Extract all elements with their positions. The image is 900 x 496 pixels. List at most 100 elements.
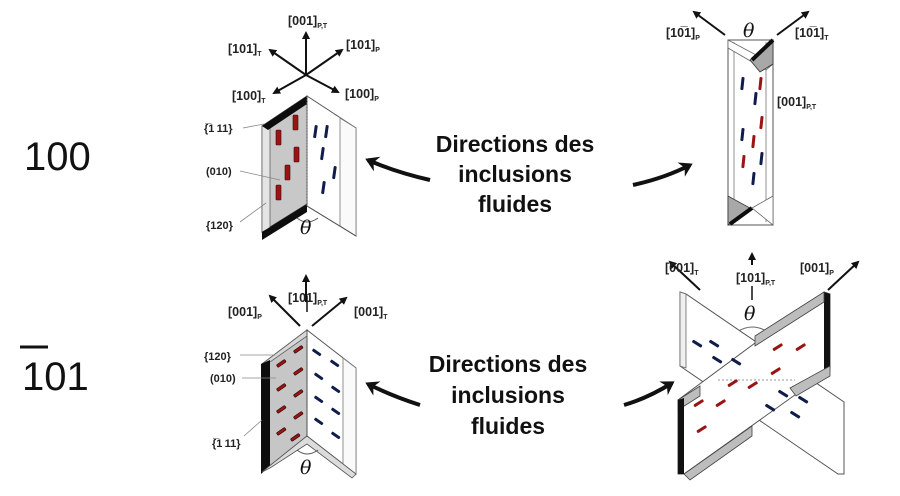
inclusion xyxy=(293,389,304,398)
inclusion xyxy=(692,339,703,348)
caption-line-1: Directions des xyxy=(429,351,588,377)
inclusion xyxy=(293,146,300,163)
inclusion xyxy=(778,389,789,398)
inclusion xyxy=(727,379,738,387)
axis-arrows xyxy=(268,31,344,94)
inclusion xyxy=(747,381,758,389)
inclusion xyxy=(292,114,299,131)
theta-label: θ xyxy=(744,303,756,325)
inclusions-red xyxy=(693,343,806,433)
crystal-100-left: [001]P,T [101]T [101]P [100]T [100]P xyxy=(204,14,380,240)
inclusion xyxy=(314,395,324,404)
inclusion xyxy=(276,427,287,436)
axis-arrow-001t xyxy=(668,260,701,291)
inclusion-blue xyxy=(740,128,745,142)
face-label-111: {̅1 11} xyxy=(204,123,233,135)
crystal-100-right: [10̅1]P [10̅1]T θ [001]P,T xyxy=(666,10,829,226)
curved-arrow-right xyxy=(623,381,675,407)
inclusion xyxy=(313,125,318,139)
axis-arrow-001t xyxy=(311,296,348,327)
angle-arc xyxy=(296,217,319,223)
inclusion xyxy=(332,166,337,180)
inclusion xyxy=(324,125,329,139)
inclusion xyxy=(696,425,707,433)
caption-row1: Directions des inclusions fluides xyxy=(365,131,693,217)
inclusion xyxy=(321,181,326,195)
inclusion-blue xyxy=(759,152,764,166)
row-label-101-text: 101 xyxy=(22,355,89,399)
inclusion xyxy=(731,357,742,366)
axis-label-101pt: [101]P,T xyxy=(736,271,776,287)
inclusion xyxy=(693,399,704,407)
caption-line-1: Directions des xyxy=(436,131,595,157)
inclusion-red xyxy=(751,135,756,149)
curved-arrow-left xyxy=(365,156,431,182)
inclusion xyxy=(314,417,324,426)
prism-edge-black xyxy=(728,206,754,226)
caption-line-2: inclusions xyxy=(458,161,572,187)
inclusion xyxy=(330,359,340,368)
inclusions-red xyxy=(276,345,304,442)
crystal-edge-bottom xyxy=(262,204,307,240)
crystal-side-right xyxy=(339,117,357,237)
inclusion xyxy=(715,399,726,407)
inclusions-blue xyxy=(312,348,341,440)
inclusions-blue xyxy=(692,339,809,419)
axis-label-001p: [001]P xyxy=(800,261,834,277)
caption-line-3: fluides xyxy=(471,413,545,439)
inclusions-blue xyxy=(313,125,337,195)
crystal-101-left: [101]P,T [001]P [001]T xyxy=(204,274,388,479)
crystal-edge-top xyxy=(262,96,307,130)
inclusion xyxy=(770,367,781,375)
band-gray-top xyxy=(754,291,825,347)
axis-label-001p: [001]P xyxy=(228,305,262,321)
edge-black xyxy=(678,398,684,474)
axis-label-101p: [101]P xyxy=(346,38,380,54)
inclusion xyxy=(276,359,287,368)
inclusion xyxy=(798,395,809,404)
face-label-111: {̅1 11} xyxy=(212,438,241,450)
face-label-120: {120} xyxy=(204,351,232,363)
theta-label: θ xyxy=(300,217,312,239)
prism-edge-black xyxy=(750,38,775,62)
axis-arrow-101t xyxy=(268,48,307,76)
axis-label-001pt: [001]P,T xyxy=(777,95,817,111)
axis-label-101pt: [101]P,T xyxy=(288,291,328,307)
face-label-010: (010) xyxy=(206,166,232,178)
face-label-010: (010) xyxy=(210,373,236,385)
row-label-100: 100 xyxy=(24,135,91,179)
axis-arrow-001p xyxy=(827,260,860,291)
axis-label-100p: [100]P xyxy=(345,87,379,103)
inclusion xyxy=(275,184,282,201)
crystal-edge-bottom-right xyxy=(306,205,357,237)
caption-line-3: fluides xyxy=(478,191,552,217)
inclusion xyxy=(276,405,287,414)
inclusion xyxy=(712,355,723,364)
axis-label-101t: [101]T xyxy=(228,42,262,58)
axis-label-101t-bar: [10̅1]T xyxy=(795,26,829,42)
inclusion xyxy=(293,367,304,376)
axis-label-101p-bar: [10̅1]P xyxy=(666,26,700,42)
inclusion xyxy=(331,385,341,394)
axis-label-001t: [001]T xyxy=(354,305,388,321)
face-label-120: {120} xyxy=(206,220,234,232)
band-gray-bottom xyxy=(683,425,753,481)
inclusion xyxy=(320,147,325,161)
inclusion xyxy=(275,129,282,146)
axis-arrow-101t-bar xyxy=(776,10,810,36)
inclusion-red xyxy=(758,77,763,91)
inclusion xyxy=(795,343,806,351)
inclusion-blue xyxy=(753,92,758,106)
crystal-101-right: [001]T [101]P,T [001]P θ xyxy=(665,252,860,481)
caption-row2: Directions des inclusions fluides xyxy=(365,351,675,439)
inclusion xyxy=(290,433,301,442)
axis-arrow-100t xyxy=(272,74,307,94)
curved-arrow-left xyxy=(365,381,421,407)
inclusion-red xyxy=(759,116,764,130)
edge-black xyxy=(824,292,830,372)
inclusion xyxy=(331,407,341,416)
axis-label-100t: [100]T xyxy=(232,89,266,105)
axis-arrow-101p xyxy=(305,48,344,76)
inclusion xyxy=(312,348,322,357)
